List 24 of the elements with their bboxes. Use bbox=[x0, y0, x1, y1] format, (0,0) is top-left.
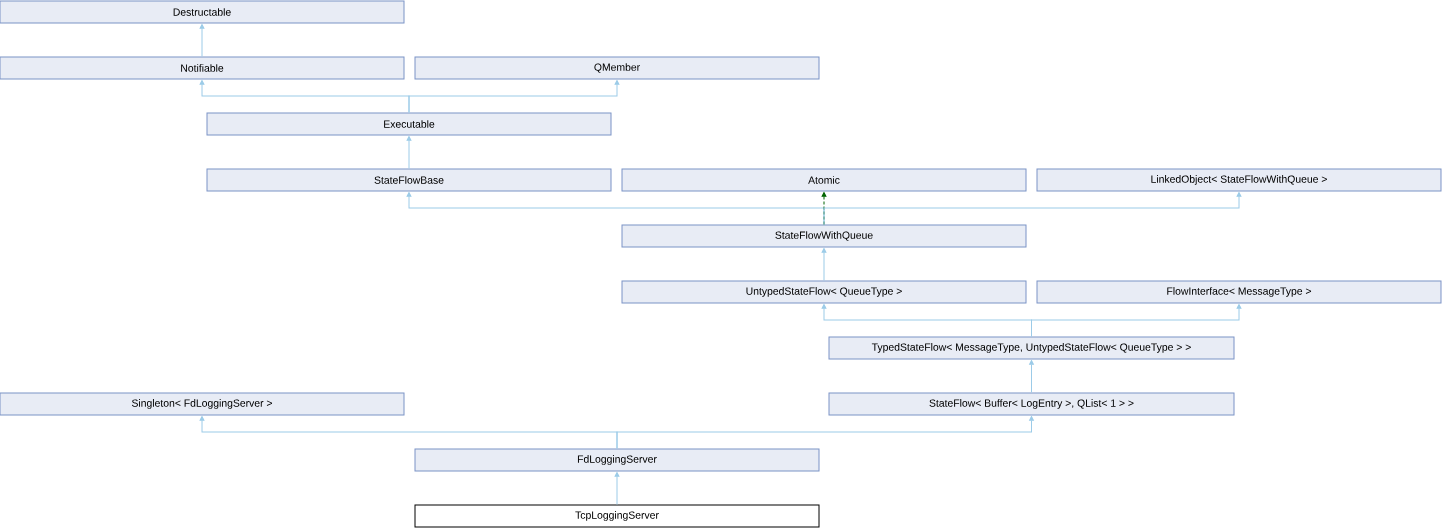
class-box: TypedStateFlow< MessageType, UntypedStateFlow< QueueType > > bbox=[828, 336, 1235, 360]
class-box: Destructable bbox=[0, 0, 405, 24]
class-box: StateFlowWithQueue bbox=[621, 224, 1027, 248]
inheritance-arrow bbox=[1029, 360, 1034, 393]
inheritance-arrow bbox=[614, 472, 620, 505]
inheritance-arrow bbox=[616, 416, 1034, 449]
class-box: FlowInterface< MessageType > bbox=[1036, 280, 1442, 304]
inheritance-arrow bbox=[823, 192, 1242, 225]
class-box: Singleton< FdLoggingServer > bbox=[0, 392, 405, 416]
class-box: QMember bbox=[414, 56, 820, 80]
inheritance-arrow bbox=[1031, 304, 1242, 337]
inheritance-arrow bbox=[408, 80, 620, 113]
class-box: Atomic bbox=[621, 168, 1027, 192]
class-box: UntypedStateFlow< QueueType > bbox=[621, 280, 1027, 304]
class-box: StateFlowBase bbox=[206, 168, 612, 192]
inheritance-arrow bbox=[199, 24, 205, 57]
class-box: FdLoggingServer bbox=[414, 448, 820, 472]
class-box: TcpLoggingServer bbox=[414, 504, 820, 528]
inheritance-arrow bbox=[821, 248, 827, 281]
class-box: LinkedObject< StateFlowWithQueue > bbox=[1036, 168, 1442, 192]
class-box: Executable bbox=[206, 112, 612, 136]
class-box: StateFlow< Buffer< LogEntry >, QList< 1 > > bbox=[828, 392, 1235, 416]
class-box: Notifiable bbox=[0, 56, 405, 80]
inheritance-arrow bbox=[406, 136, 412, 169]
